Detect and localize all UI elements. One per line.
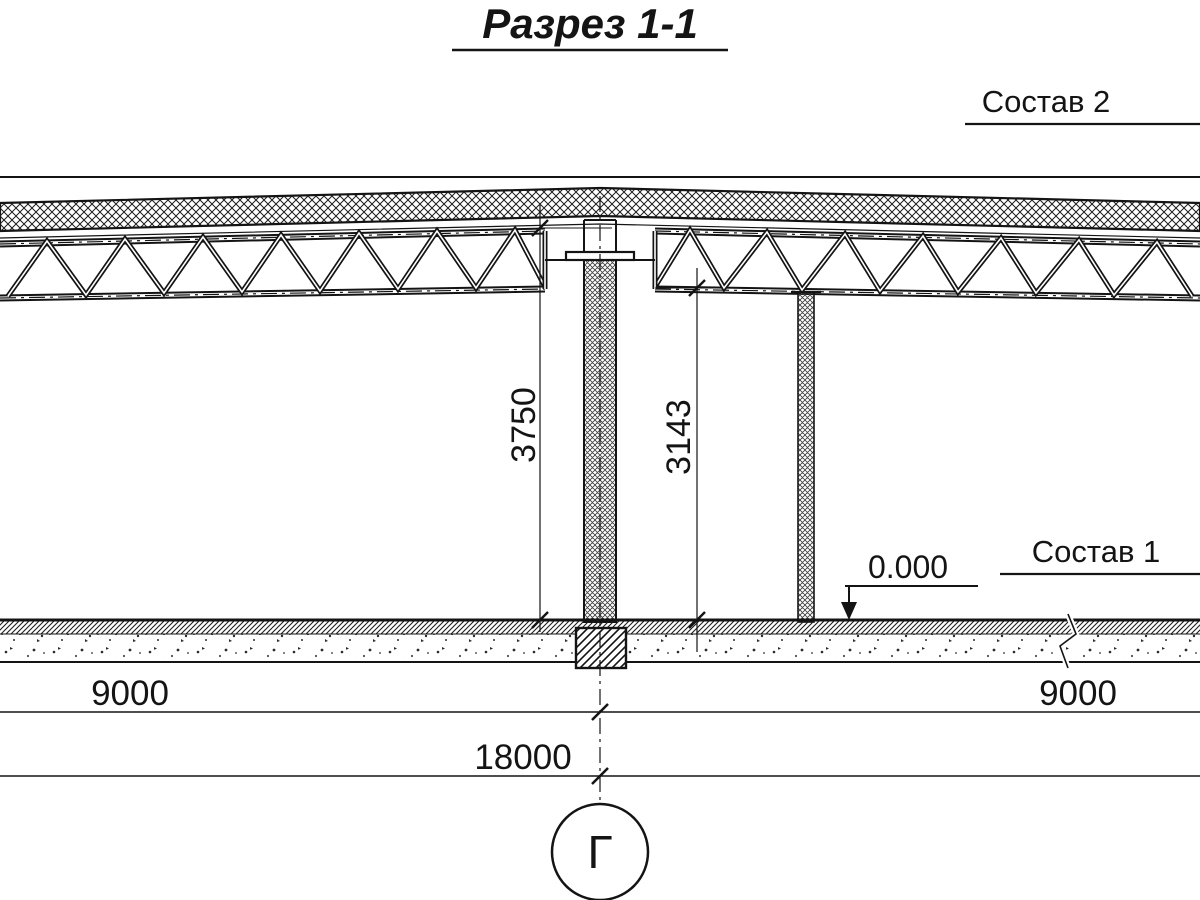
dim-row1-center-tick bbox=[591, 703, 609, 721]
dim-3750-tick-bottom bbox=[531, 611, 549, 629]
dim-span-left-value: 9000 bbox=[91, 674, 169, 713]
dim-3143-tick-top bbox=[688, 279, 706, 297]
truss-right-bottom-chord-axis bbox=[654, 288, 1200, 299]
dimension-height-3143: 3143 bbox=[655, 268, 714, 652]
dim-3750-value: 3750 bbox=[505, 387, 543, 463]
elevation-arrow bbox=[841, 602, 857, 620]
dimension-row-spans: 9000 9000 bbox=[0, 674, 1200, 721]
dim-row2-center-tick bbox=[591, 767, 609, 785]
dim-3143-tick-bottom bbox=[688, 611, 706, 629]
elevation-value: 0.000 bbox=[868, 549, 948, 585]
foundation-block-hatch bbox=[574, 626, 628, 670]
right-column bbox=[797, 291, 815, 623]
truss-right-top-chord-axis bbox=[654, 230, 1200, 245]
truss-left-bottom-chord-axis bbox=[0, 288, 546, 299]
callout-roof-composition: Состав 2 bbox=[965, 84, 1200, 126]
section-title: Разрез 1-1 bbox=[452, 0, 728, 52]
dim-3143-value: 3143 bbox=[660, 399, 698, 475]
axis-marker-label: Г bbox=[588, 826, 613, 878]
roof-decking-line bbox=[0, 223, 1200, 239]
axis-marker-circle bbox=[550, 802, 650, 900]
axis-marker: Г bbox=[550, 802, 650, 900]
dim-3750-tick-top bbox=[531, 219, 549, 237]
break-symbol bbox=[1059, 613, 1077, 669]
dimension-row-total: 18000 bbox=[0, 738, 1200, 785]
truss-left-top-chord-axis bbox=[0, 230, 546, 245]
callout-roof-text: Состав 2 bbox=[982, 84, 1111, 119]
elevation-mark: 0.000 bbox=[841, 549, 978, 620]
section-title-text: Разрез 1-1 bbox=[482, 0, 698, 47]
truss-left bbox=[0, 225, 548, 302]
callout-floor-composition: Состав 1 bbox=[1000, 534, 1200, 576]
dim-span-right-value: 9000 bbox=[1039, 674, 1117, 713]
truss-left-web-gap bbox=[7, 228, 546, 297]
dimension-height-3750: 3750 bbox=[505, 205, 612, 632]
dim-span-total-value: 18000 bbox=[474, 738, 571, 777]
truss-right-web-gap bbox=[654, 228, 1193, 297]
foundation-block bbox=[574, 626, 628, 670]
callout-floor-text: Состав 1 bbox=[1032, 534, 1161, 569]
truss-right bbox=[652, 225, 1200, 302]
